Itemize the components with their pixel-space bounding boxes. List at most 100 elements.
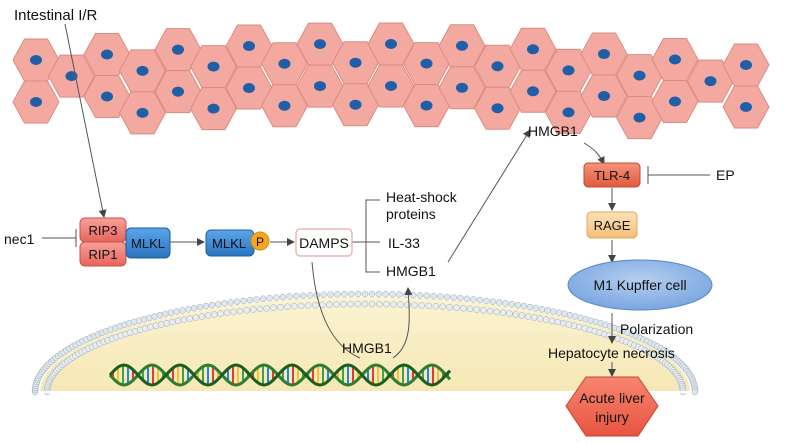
- lipid-head: [453, 304, 460, 311]
- lipid-head: [390, 301, 397, 308]
- lipid-head: [284, 303, 291, 310]
- lipid-head: [334, 291, 341, 298]
- lipid-head: [186, 315, 194, 322]
- cell-nucleus: [30, 55, 42, 65]
- lipid-head: [463, 295, 471, 303]
- cell-nucleus: [136, 107, 149, 118]
- lipid-head: [555, 309, 563, 316]
- lipid-head: [495, 299, 503, 306]
- mlkl-p-label: MLKL: [212, 236, 246, 251]
- cell-nucleus: [598, 49, 610, 60]
- polarization-label: Polarization: [620, 321, 693, 337]
- lipid-head: [184, 306, 192, 313]
- ep-label: EP: [716, 167, 735, 183]
- lipid-head: [211, 311, 218, 318]
- il33-label: IL-33: [388, 235, 420, 251]
- cell-nucleus: [562, 107, 575, 118]
- lipid-head: [518, 312, 526, 319]
- lipid-head: [548, 317, 556, 325]
- cell-nucleus: [527, 44, 539, 55]
- lipid-head: [253, 296, 260, 303]
- lipid-head: [169, 318, 176, 326]
- outcome-line1: Acute liver: [579, 390, 645, 406]
- cell-nucleus: [491, 61, 504, 72]
- lipid-head: [180, 316, 188, 323]
- cell-nucleus: [243, 41, 255, 52]
- lipid-head: [486, 307, 494, 315]
- phosphate-label: P: [256, 235, 264, 249]
- lipid-head: [368, 300, 376, 308]
- lipid-head: [508, 300, 515, 308]
- mlkl-label: MLKL: [131, 236, 165, 251]
- cell-nucleus: [385, 38, 397, 49]
- epithelial-cell-layer: [12, 22, 770, 140]
- lipid-head: [293, 292, 300, 300]
- lipid-head: [179, 307, 186, 314]
- lipid-head: [198, 313, 206, 320]
- lipid-head: [162, 310, 169, 318]
- lipid-head: [570, 322, 578, 329]
- lipid-head: [243, 307, 250, 314]
- lipid-head: [147, 323, 154, 331]
- lipid-head: [230, 308, 237, 316]
- lipid-head: [446, 303, 453, 311]
- cell-nucleus: [207, 61, 220, 72]
- lipid-head: [354, 300, 362, 308]
- cell-nucleus: [562, 65, 575, 76]
- lipid-head: [524, 313, 532, 320]
- lipid-head: [157, 321, 165, 328]
- mlkl-box: [125, 227, 171, 259]
- lipid-head: [202, 302, 210, 310]
- lipid-head: [409, 291, 417, 299]
- lipid-head: [236, 307, 244, 315]
- rage-box: [586, 211, 638, 239]
- kupffer-cell-label: M1 Kupffer cell: [593, 277, 686, 293]
- lipid-head: [273, 294, 280, 301]
- lipid-head: [432, 302, 440, 310]
- lipid-head: [270, 304, 277, 311]
- lipid-head: [536, 315, 544, 322]
- lipid-head: [457, 294, 464, 302]
- lipid-head: [266, 294, 273, 302]
- lipid-head: [151, 313, 158, 320]
- lipid-head: [279, 293, 287, 301]
- lipid-head: [502, 300, 509, 307]
- cell-nucleus: [527, 86, 539, 97]
- lipid-head: [576, 323, 583, 331]
- lipid-head: [259, 295, 267, 303]
- lipid-head: [354, 290, 362, 298]
- lipid-head: [473, 306, 480, 313]
- cell-nucleus: [172, 44, 184, 55]
- lipid-head: [480, 307, 487, 314]
- intestinal-ir-label: Intestinal I/R: [14, 7, 98, 24]
- rip1-label: RIP1: [89, 247, 118, 262]
- lipid-head: [256, 305, 264, 313]
- cell-nucleus: [172, 86, 184, 97]
- dna-helix: [108, 363, 452, 387]
- cell-nucleus: [30, 97, 42, 107]
- lipid-head: [512, 311, 519, 318]
- damps-box: [295, 228, 353, 257]
- cell-nucleus: [704, 76, 717, 87]
- lipid-head: [263, 305, 270, 312]
- lipid-head: [204, 312, 212, 319]
- lipid-head: [192, 314, 200, 321]
- lipid-head: [554, 318, 561, 326]
- lipid-head: [156, 311, 164, 319]
- cell-nucleus: [385, 80, 397, 91]
- lipid-head: [466, 305, 474, 313]
- lipid-head: [347, 300, 354, 308]
- lipid-head: [146, 314, 153, 322]
- lipid-head: [246, 296, 254, 304]
- lipid-head: [250, 306, 257, 313]
- cell-nucleus: [278, 58, 291, 69]
- arrow-nucleus-to-hmgb1: [392, 287, 413, 359]
- lipid-head: [223, 309, 231, 316]
- lipid-head: [544, 307, 551, 314]
- cell-nucleus: [491, 103, 504, 114]
- lipid-head: [560, 319, 567, 327]
- lipid-head: [538, 306, 546, 313]
- lipid-head: [460, 305, 467, 312]
- cell-nucleus: [456, 40, 468, 51]
